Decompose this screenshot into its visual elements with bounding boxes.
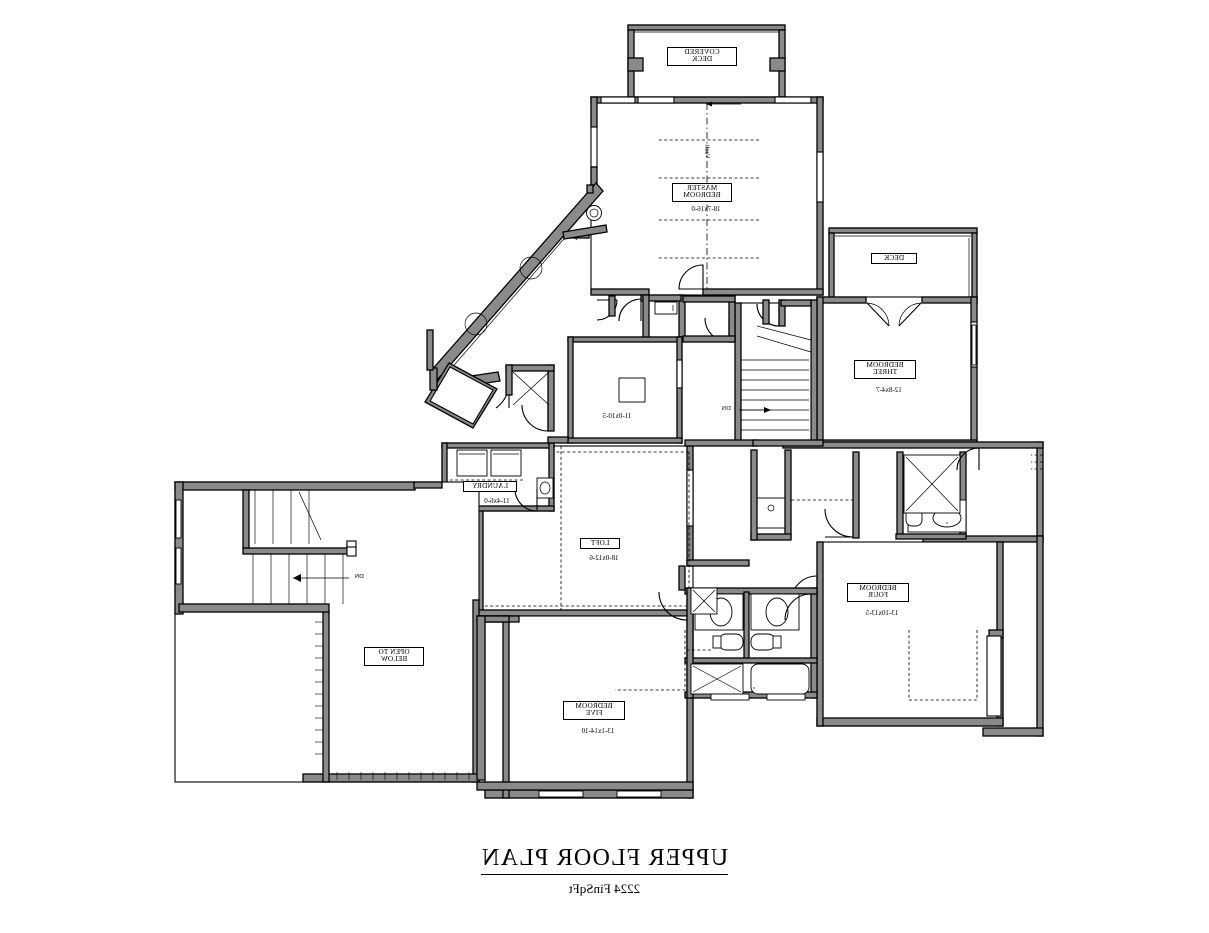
bonus-room-walls — [567, 336, 683, 444]
left-staircase — [734, 299, 818, 446]
room-label-covered-deck: COVERED DECK — [667, 47, 737, 66]
vault-note: Vault — [703, 144, 711, 159]
deck-left — [828, 227, 978, 304]
plan-subtitle: 2224 FinSqFt — [568, 881, 641, 896]
upper-hall-closets — [682, 295, 770, 343]
room-label-deck: DECK — [871, 253, 917, 265]
room-dim-loft: 18-0x12-6 — [589, 554, 619, 562]
stair-down-label-right: DN — [354, 573, 364, 580]
upper-bath — [750, 441, 1044, 543]
room-label-bedroom-four: BEDROOM FOUR — [847, 583, 909, 602]
room-dim-master-bedroom: 18-7x16-0 — [691, 205, 721, 213]
room-dim-bonus-room: 11-0x10-5 — [602, 412, 632, 420]
room-label-bedroom-three: BEDROOM THREE — [854, 360, 916, 379]
misc-walls — [476, 436, 824, 791]
bedroom-four-walls — [790, 535, 1044, 737]
covered-deck-outline — [627, 24, 786, 98]
stair-down-label-left: DN — [721, 405, 731, 412]
room-label-bedroom-five: BEDROOM FIVE — [563, 701, 625, 720]
master-bath — [596, 294, 686, 344]
room-label-open-to-below: OPEN TO BELOW — [364, 647, 424, 666]
room-label-master-bedroom: MASTER BEDROOM — [672, 183, 732, 202]
room-label-laundry: LAUNDRY — [463, 481, 517, 493]
plan-title: UPPER FLOOR PLAN — [480, 845, 729, 875]
room-dim-bedroom-five: 13-1x14-10 — [581, 727, 615, 735]
room-dim-bedroom-three: 12-8x4-7 — [876, 386, 902, 394]
room-label-loft: LOFT — [580, 538, 620, 550]
right-wing — [174, 481, 480, 783]
room-dim-bedroom-four: 13-10x13-5 — [865, 609, 899, 617]
title-block: UPPER FLOOR PLAN 2224 FinSqFt — [0, 845, 1209, 897]
room-dim-laundry: 11-4x6-0 — [484, 497, 510, 505]
jack-and-jill-bath — [658, 587, 818, 701]
shower-room-center — [505, 364, 555, 432]
